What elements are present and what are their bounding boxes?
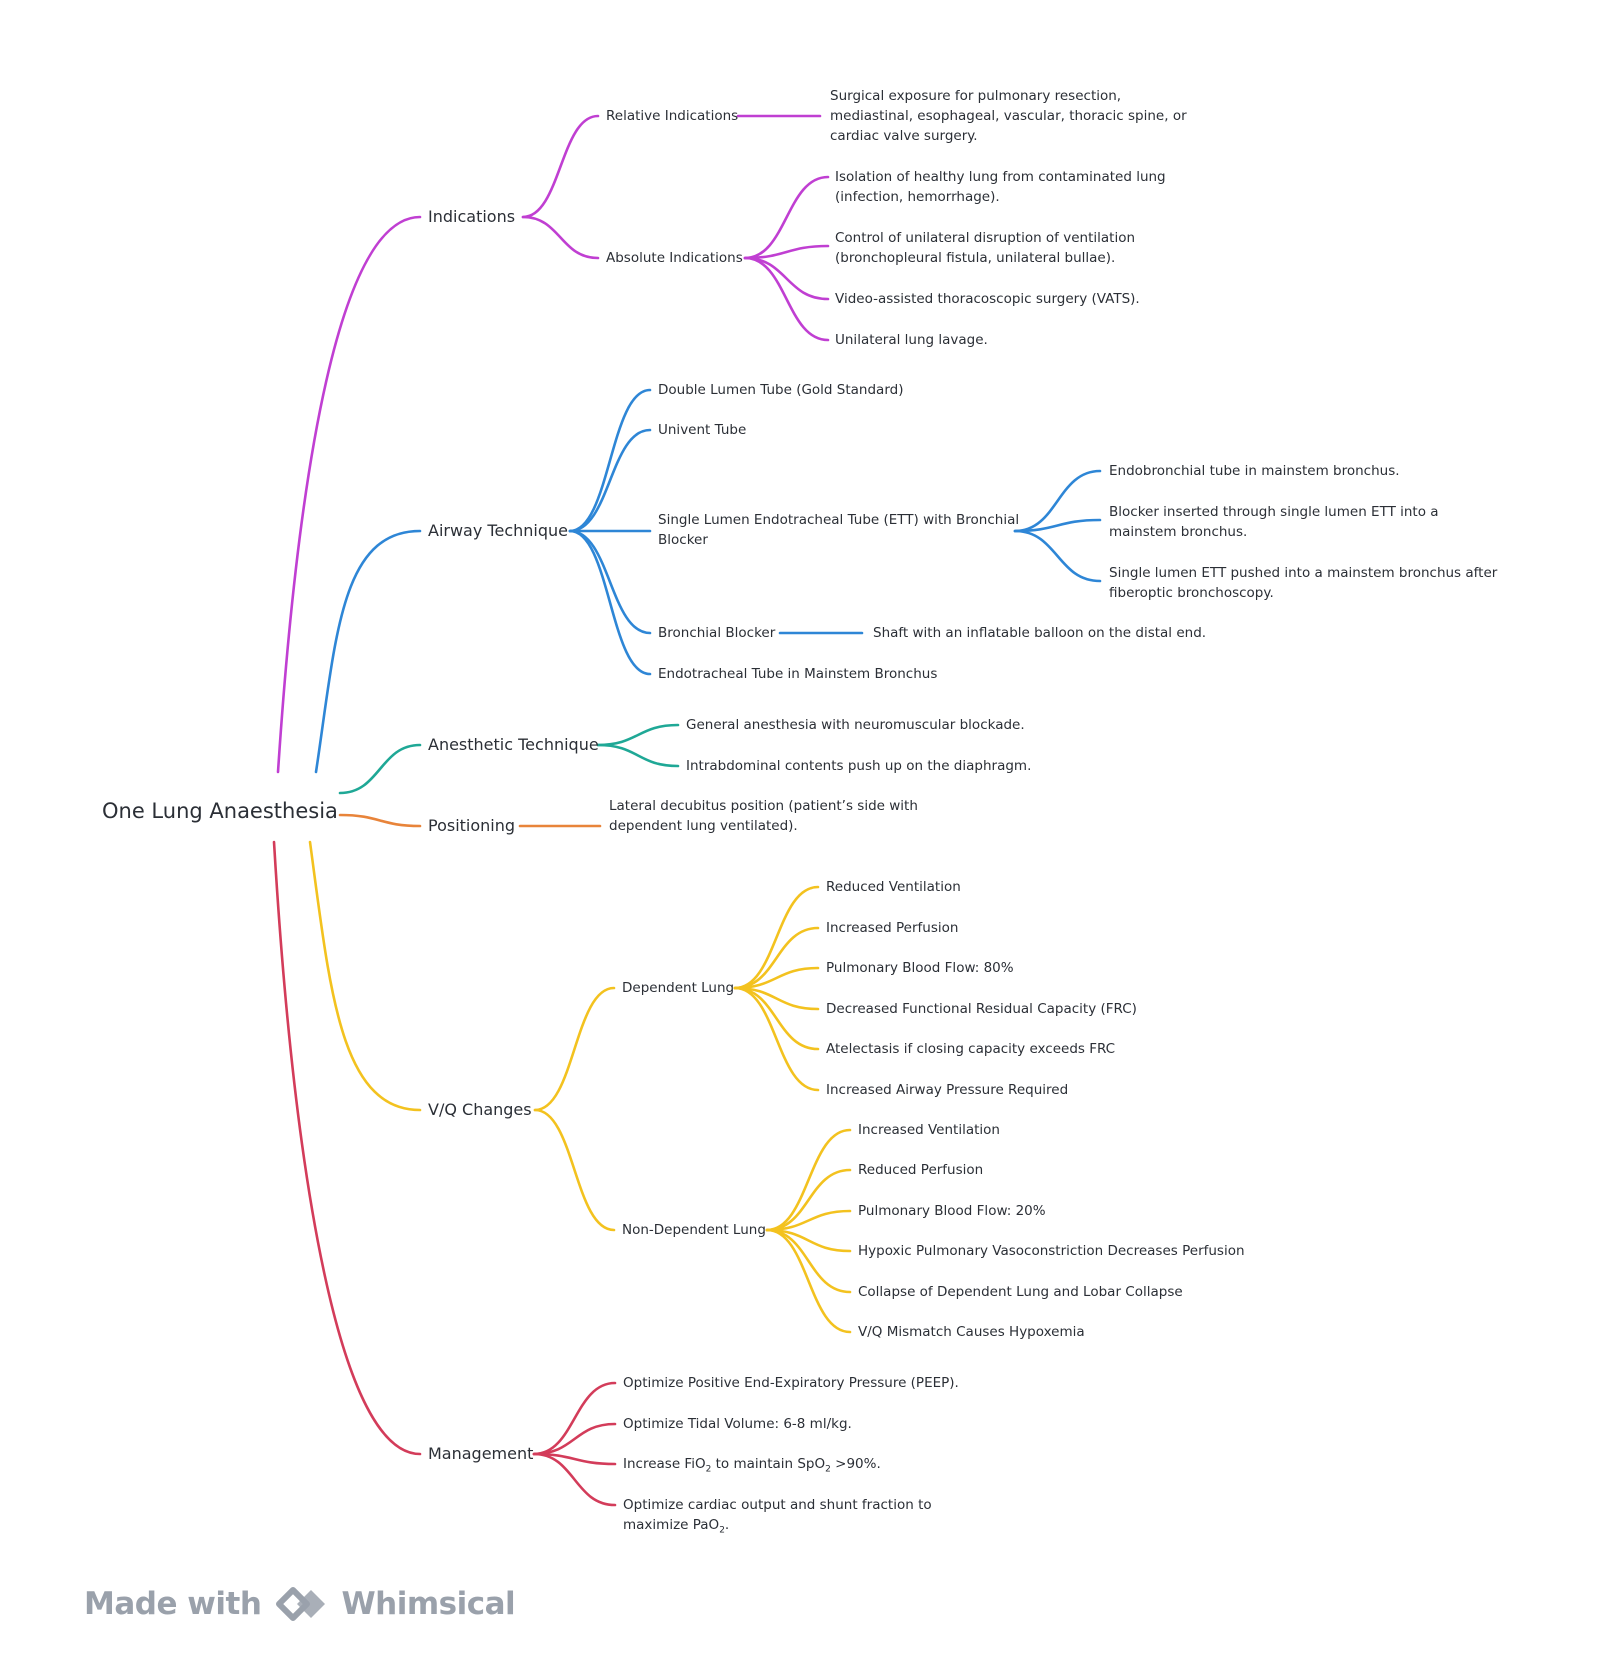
- anesthetic-technique-item[interactable]: General anesthesia with neuromuscular bl…: [686, 717, 1025, 733]
- connector: [532, 1452, 617, 1507]
- connector-airway: [314, 529, 422, 774]
- connector: [596, 743, 680, 768]
- connector: [733, 885, 820, 990]
- connector: [765, 1228, 852, 1334]
- connector: [532, 1381, 617, 1456]
- connector: [521, 114, 600, 219]
- bronchial-blocker-detail[interactable]: Shaft with an inflatable balloon on the …: [873, 625, 1207, 641]
- single-lumen-ett-item[interactable]: Single lumen ETT pushed into a mainstem …: [1109, 565, 1498, 601]
- anesthetic-technique-node[interactable]: Anesthetic Technique: [428, 735, 599, 754]
- connector: [568, 388, 652, 533]
- connector: [533, 986, 616, 1112]
- management-item-tidal-volume[interactable]: Optimize Tidal Volume: 6-8 ml/kg.: [623, 1416, 852, 1432]
- connector: [733, 986, 820, 1092]
- connector: [533, 1108, 616, 1232]
- connector: [532, 1422, 617, 1456]
- management-node[interactable]: Management: [428, 1444, 534, 1463]
- connector-indications: [276, 215, 422, 774]
- vq-changes-node[interactable]: V/Q Changes: [428, 1100, 532, 1119]
- subscript: 2: [825, 1464, 831, 1475]
- connector: [733, 926, 820, 990]
- non-dependent-lung-node[interactable]: Non-Dependent Lung: [622, 1222, 766, 1238]
- non-dependent-lung-item[interactable]: Reduced Perfusion: [858, 1162, 984, 1178]
- text-fragment: >90%.: [830, 1456, 881, 1472]
- absolute-indication-item[interactable]: Isolation of healthy lung from contamina…: [835, 169, 1166, 205]
- connector: [1013, 518, 1102, 533]
- relative-indications-node[interactable]: Relative Indications: [606, 108, 739, 124]
- made-with-label: Made with: [84, 1586, 262, 1622]
- connector: [596, 723, 680, 747]
- connector: [743, 175, 830, 260]
- connector: [733, 966, 820, 990]
- text-fragment: Optimize cardiac output and shunt fracti…: [623, 1497, 932, 1533]
- text-fragment: .: [724, 1517, 730, 1533]
- connector: [743, 244, 830, 260]
- connector: [568, 428, 652, 533]
- whimsical-brand-label: Whimsical: [341, 1586, 516, 1622]
- whimsical-logo-icon: [276, 1587, 326, 1621]
- connector-vq: [308, 840, 422, 1112]
- dependent-lung-item[interactable]: Atelectasis if closing capacity exceeds …: [826, 1041, 1116, 1057]
- absolute-indications-node[interactable]: Absolute Indications: [606, 250, 743, 266]
- connector: [765, 1128, 852, 1232]
- connector: [568, 529, 652, 635]
- subscript: 2: [719, 1525, 725, 1536]
- dependent-lung-item[interactable]: Reduced Ventilation: [826, 879, 961, 895]
- text-fragment: to maintain SpO: [711, 1456, 826, 1472]
- anesthetic-technique-item[interactable]: Intrabdominal contents push up on the di…: [686, 758, 1032, 774]
- made-with-whimsical-badge[interactable]: Made with Whimsical: [84, 1582, 516, 1626]
- relative-indications-detail[interactable]: Surgical exposure for pulmonary resectio…: [830, 88, 1187, 144]
- single-lumen-ett-item[interactable]: Endobronchial tube in mainstem bronchus.: [1109, 463, 1400, 479]
- dependent-lung-item[interactable]: Increased Perfusion: [826, 920, 959, 936]
- non-dependent-lung-item[interactable]: Increased Ventilation: [858, 1122, 1000, 1138]
- non-dependent-lung-item[interactable]: Collapse of Dependent Lung and Lobar Col…: [858, 1284, 1183, 1300]
- connector: [521, 215, 600, 260]
- ett-mainstem-node[interactable]: Endotracheal Tube in Mainstem Bronchus: [658, 666, 938, 682]
- root-node[interactable]: One Lung Anaesthesia: [102, 799, 338, 823]
- management-item-cardiac-output[interactable]: Optimize cardiac output and shunt fracti…: [623, 1495, 993, 1541]
- dependent-lung-item[interactable]: Pulmonary Blood Flow: 80%: [826, 960, 1014, 976]
- connector: [1013, 469, 1102, 533]
- univent-tube-node[interactable]: Univent Tube: [658, 422, 747, 438]
- absolute-indication-item[interactable]: Control of unilateral disruption of vent…: [835, 230, 1136, 266]
- absolute-indication-item[interactable]: Video-assisted thoracoscopic surgery (VA…: [835, 291, 1140, 307]
- double-lumen-tube-node[interactable]: Double Lumen Tube (Gold Standard): [658, 382, 904, 398]
- bronchial-blocker-node[interactable]: Bronchial Blocker: [658, 625, 776, 641]
- dependent-lung-node[interactable]: Dependent Lung: [622, 980, 735, 996]
- dependent-lung-item[interactable]: Increased Airway Pressure Required: [826, 1082, 1069, 1098]
- connector-anesthetic: [338, 743, 422, 795]
- connector-positioning: [338, 813, 422, 828]
- connector-management: [272, 840, 422, 1456]
- airway-technique-node[interactable]: Airway Technique: [428, 521, 568, 540]
- indications-node[interactable]: Indications: [428, 207, 516, 226]
- management-item-fio2[interactable]: Increase FiO2 to maintain SpO2 >90%.: [623, 1454, 881, 1480]
- connector: [765, 1168, 852, 1232]
- dependent-lung-item[interactable]: Decreased Functional Residual Capacity (…: [826, 1001, 1137, 1017]
- text-fragment: Increase FiO: [623, 1456, 706, 1472]
- single-lumen-ett-item[interactable]: Blocker inserted through single lumen ET…: [1109, 504, 1439, 540]
- connector: [743, 256, 830, 342]
- positioning-node[interactable]: Positioning: [428, 816, 516, 835]
- non-dependent-lung-item[interactable]: Pulmonary Blood Flow: 20%: [858, 1203, 1046, 1219]
- positioning-detail[interactable]: Lateral decubitus position (patient’s si…: [609, 798, 918, 834]
- non-dependent-lung-item[interactable]: V/Q Mismatch Causes Hypoxemia: [858, 1324, 1085, 1340]
- absolute-indication-item[interactable]: Unilateral lung lavage.: [835, 332, 988, 348]
- connector: [568, 529, 652, 676]
- connector: [743, 256, 830, 301]
- non-dependent-lung-item[interactable]: Hypoxic Pulmonary Vasoconstriction Decre…: [858, 1243, 1245, 1259]
- connector: [1013, 529, 1102, 583]
- single-lumen-ett-node[interactable]: Single Lumen Endotracheal Tube (ETT) wit…: [658, 512, 1020, 548]
- management-item-peep[interactable]: Optimize Positive End-Expiratory Pressur…: [623, 1375, 959, 1391]
- subscript: 2: [705, 1464, 712, 1475]
